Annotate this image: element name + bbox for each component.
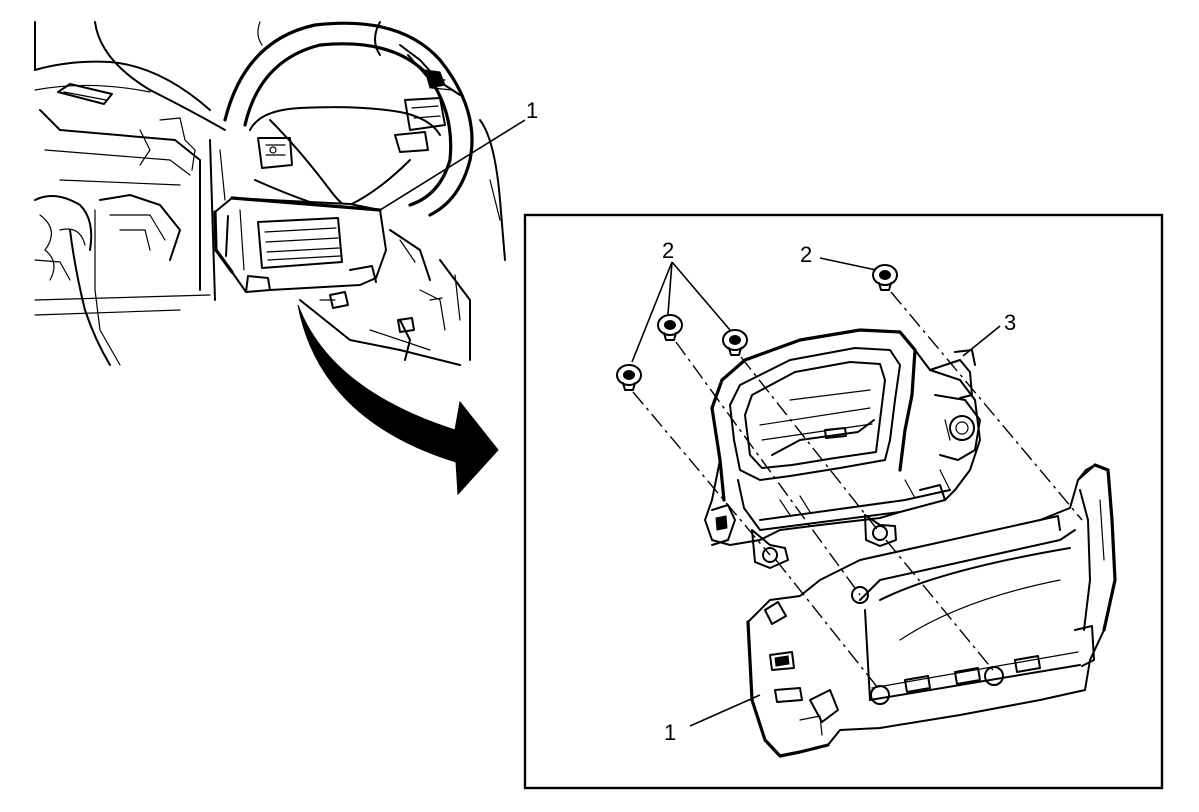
alignment-lines [632, 291, 1083, 689]
fastener-4 [872, 264, 898, 291]
callout-overview-part: 1 [526, 98, 538, 123]
leader-lines [631, 257, 1001, 727]
callout-vent-assembly: 3 [1004, 310, 1016, 335]
dashboard-overview [34, 21, 506, 366]
fastener-2 [657, 314, 683, 341]
callout-fastener-single: 2 [800, 242, 812, 267]
vent-housing [704, 328, 981, 569]
callout-fasteners-group: 2 [662, 238, 674, 263]
detail-view [523, 213, 1164, 790]
transition-arrow [297, 304, 499, 496]
fastener-3 [722, 329, 748, 356]
bezel-frame [746, 463, 1117, 758]
fastener-1 [616, 364, 642, 391]
overview-leader-line [379, 119, 526, 211]
overview-center-vent [213, 196, 387, 293]
callout-bezel: 1 [664, 720, 676, 745]
